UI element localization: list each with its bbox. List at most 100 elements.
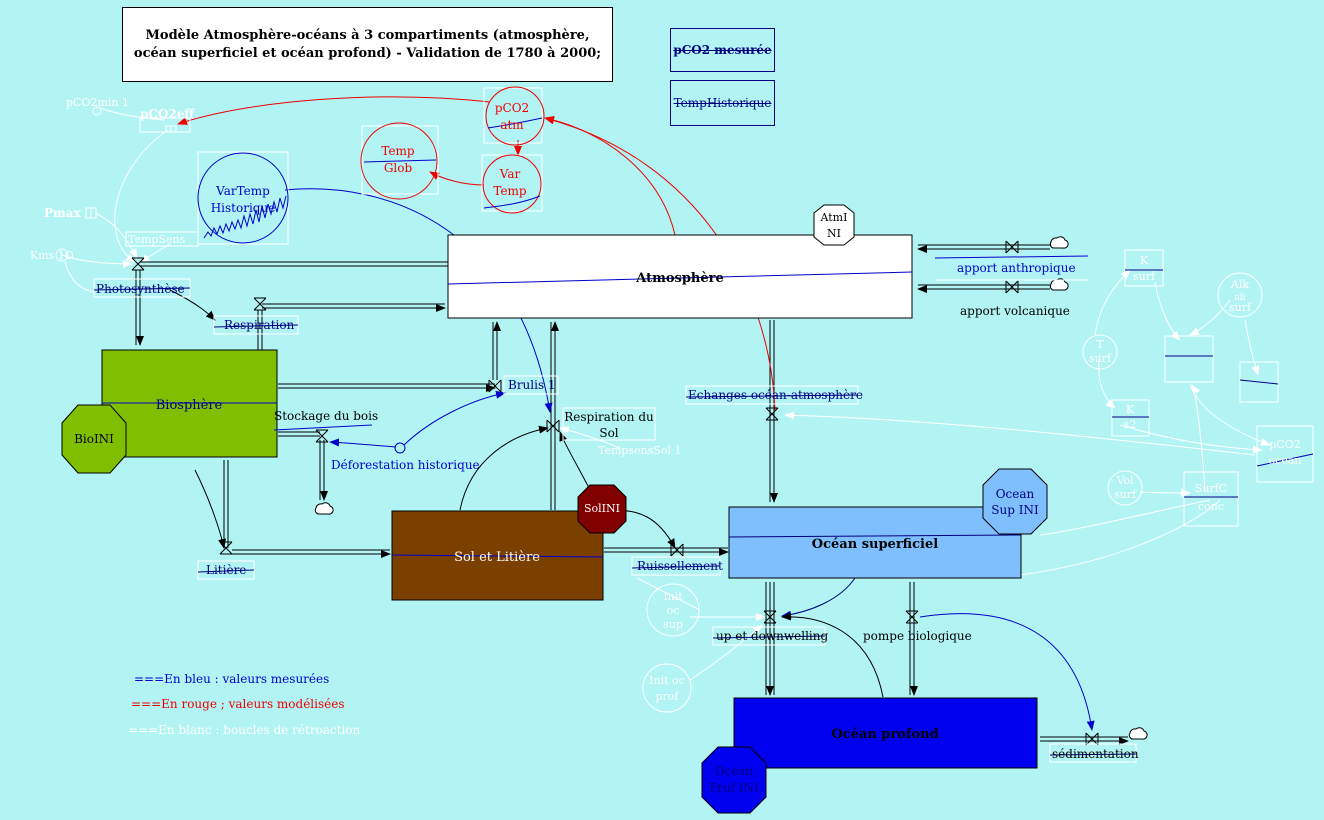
ruissellement-flow[interactable]: Ruissellement xyxy=(631,556,723,576)
alk-surf-line1: Alk xyxy=(1230,278,1249,291)
pompe-label: pompe biologique xyxy=(863,629,972,643)
echanges-label: Echanges océan-atmosphère xyxy=(688,388,863,402)
respiration-flow[interactable]: Respiration xyxy=(213,315,299,335)
aux-pco2-atm[interactable]: pCO2 atm xyxy=(483,86,545,146)
temp-glob-line1: Temp xyxy=(381,144,415,158)
aux-pco2-ocean[interactable]: pCO2 ocean xyxy=(1256,425,1314,483)
deforestation-flow[interactable]: Déforestation historique xyxy=(331,442,480,472)
respiration-sol-line1: Respiration du xyxy=(564,410,654,424)
surfc-conc-line2: conc xyxy=(1198,500,1224,513)
hexagon-sol-ini[interactable]: SolINI xyxy=(577,484,627,534)
brulis-flow[interactable]: Brulis 1 xyxy=(503,375,559,395)
atmosphere-label: Atmosphère xyxy=(635,271,724,286)
valve-stockage xyxy=(315,429,329,443)
pompe-flow[interactable]: pompe biologique xyxy=(863,629,972,643)
pco2-ocean-line2: ocean xyxy=(1269,454,1302,467)
temp-historique-button[interactable]: TempHistorique xyxy=(670,80,775,126)
valve-photosynthese xyxy=(131,257,145,271)
legend: ===En bleu : valeurs mesurées ===En roug… xyxy=(128,672,361,737)
t-surf-line2: surf xyxy=(1089,352,1112,365)
brulis-label: Brulis 1 xyxy=(508,378,556,392)
stock-atmosphere[interactable]: Atmosphère xyxy=(447,234,913,319)
stockage-bois-label: Stockage du bois xyxy=(274,409,378,423)
litiere-label: Litière xyxy=(206,563,246,577)
init-oc-sup-line3: sup xyxy=(663,618,683,631)
aux-vartemp-historique[interactable]: VarTemp Historique xyxy=(197,151,289,245)
anthropique-flow[interactable]: apport anthropique xyxy=(934,255,1089,281)
aux-vol-surf[interactable]: Vol surf xyxy=(1107,470,1143,506)
stockage-bois-flow[interactable]: Stockage du bois xyxy=(273,409,378,431)
valve-sedimentation xyxy=(1085,732,1099,746)
valve-respiration-sol xyxy=(546,419,560,433)
init-oc-sup-line2: oc xyxy=(667,604,680,617)
bio-ini-label: BioINI xyxy=(74,432,114,446)
hexagon-ocean-sup-ini[interactable]: Ocean Sup INI xyxy=(982,468,1048,535)
aux-pco2eff[interactable]: pCO2eff xyxy=(139,107,195,133)
valve-anthropique xyxy=(1005,240,1019,254)
ruissellement-label: Ruissellement xyxy=(637,559,723,573)
aux-pmax[interactable]: Pmax xyxy=(44,206,97,220)
valve-ruissellement xyxy=(670,543,684,557)
respiration-sol-flow[interactable]: Respiration du Sol xyxy=(562,407,656,441)
legend-blue: ===En bleu : valeurs mesurées xyxy=(134,672,329,686)
aux-kms[interactable]: Kms 1O xyxy=(30,248,74,262)
sedimentation-label: sédimentation xyxy=(1052,747,1139,761)
aux-t-surf[interactable]: T surf xyxy=(1082,334,1118,370)
pco2-atm-line1: pCO2 xyxy=(495,101,529,115)
valve-litiere xyxy=(219,541,233,555)
vol-surf-line1: Vol xyxy=(1115,474,1134,487)
aux-k-s2[interactable]: K s2 xyxy=(1111,399,1150,437)
init-oc-prof-line2: prof xyxy=(656,690,680,703)
vol-surf-line2: surf xyxy=(1114,488,1137,501)
init-oc-sup-line1: Init xyxy=(663,590,683,603)
aux-tempsens[interactable]: TempSens xyxy=(125,231,199,247)
pco2eff-label: pCO2eff xyxy=(140,107,195,121)
legend-red: ===En rouge ; valeurs modélisées xyxy=(131,697,345,711)
k-surf-line2: surf xyxy=(1133,270,1156,283)
apport-volcanique-label: apport volcanique xyxy=(960,304,1070,318)
aux-tempsens-sol[interactable]: TempsensSol 1 xyxy=(598,444,682,457)
litiere-flow[interactable]: Litière xyxy=(197,560,255,580)
aux-surfc-conc[interactable]: SurfC conc xyxy=(1183,471,1239,527)
valve-respiration xyxy=(253,297,267,311)
hexagon-ocean-prof-ini[interactable]: Ocean Prof INI xyxy=(701,746,767,814)
valve-pompe xyxy=(905,610,919,624)
upwelling-flow[interactable]: up et downwelling xyxy=(712,626,828,646)
cloud-icon xyxy=(1049,236,1069,249)
hexagon-bio-ini[interactable]: BioINI xyxy=(61,404,127,474)
aux-alk-surf[interactable]: Alk ali surf xyxy=(1217,272,1263,318)
sedimentation-flow[interactable]: sédimentation xyxy=(1049,743,1139,763)
aux-k-surf[interactable]: K surf xyxy=(1124,249,1164,287)
ocean-sup-ini-line1: Ocean xyxy=(996,487,1035,501)
aux-temp-glob[interactable]: Temp Glob xyxy=(360,122,439,200)
alk-surf-line2: ali xyxy=(1234,293,1245,303)
vartemp-line2: Historique xyxy=(211,201,276,215)
stock-biosphere[interactable]: Biosphère xyxy=(101,349,278,458)
aux-var-temp[interactable]: Var Temp xyxy=(481,154,543,214)
surfc-conc-line1: SurfC xyxy=(1195,482,1227,495)
photosynthese-flow[interactable]: Photosynthèse xyxy=(93,278,191,298)
aux-init-oc-prof[interactable]: Init oc prof xyxy=(642,663,692,713)
stock-sol[interactable]: Sol et Litière xyxy=(391,510,604,601)
ocean-sup-ini-line2: Sup INI xyxy=(991,503,1039,517)
aux-box-1[interactable] xyxy=(1164,335,1214,383)
k-s2-line1: K xyxy=(1126,403,1135,416)
volcanique-flow[interactable]: apport volcanique xyxy=(960,304,1070,318)
connectors xyxy=(169,96,1095,731)
vartemp-line1: VarTemp xyxy=(215,184,270,198)
ocean-prof-ini-line2: Prof INI xyxy=(709,781,759,795)
aux-init-oc-sup[interactable]: Init oc sup xyxy=(646,583,700,637)
var-temp-line2: Temp xyxy=(493,184,527,198)
pco2-mesuree-button[interactable]: pCO2 mesurée xyxy=(670,28,775,72)
aux-box-2[interactable] xyxy=(1239,361,1279,403)
tempsens-label: TempSens xyxy=(128,233,186,246)
page-title: Modèle Atmosphère-océans à 3 compartimen… xyxy=(122,7,613,82)
stock-ocean-superficiel[interactable]: Océan superficiel xyxy=(728,506,1022,579)
hexagon-atm-ini[interactable]: AtmI NI xyxy=(813,204,855,246)
stock-ocean-profond[interactable]: Océan profond xyxy=(733,697,1038,769)
flow-valves xyxy=(131,240,1099,746)
alk-surf-line3: surf xyxy=(1229,301,1252,314)
respiration-label: Respiration xyxy=(224,318,295,332)
aux-pco2min[interactable]: pCO2min 1 xyxy=(66,96,129,116)
echanges-flow[interactable]: Echanges océan-atmosphère xyxy=(685,385,863,405)
